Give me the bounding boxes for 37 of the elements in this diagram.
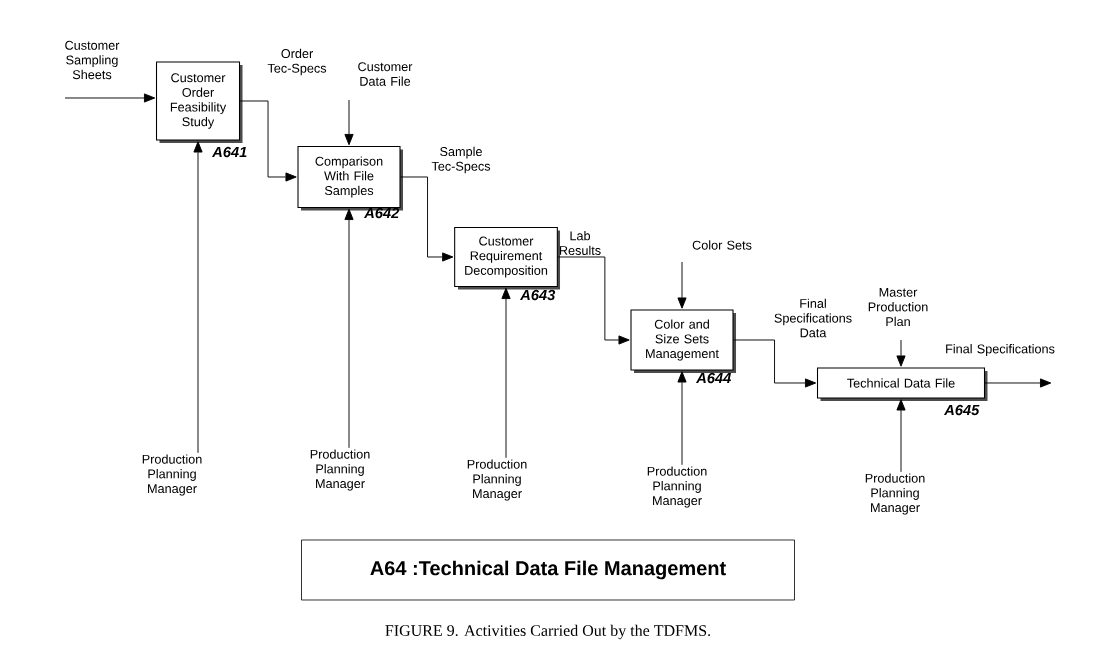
arrow bbox=[896, 399, 906, 473]
arrow bbox=[557, 256, 630, 345]
process-box: Color and Size Sets Management bbox=[630, 309, 736, 373]
arrow bbox=[239, 100, 297, 182]
arrow bbox=[984, 378, 1052, 388]
edge-label: Sample Tec-Specs bbox=[431, 146, 491, 174]
edge-label: Color Sets bbox=[692, 240, 752, 250]
figure-caption: FIGURE 9. Activities Carried Out by the TDFMS. bbox=[385, 624, 711, 640]
process-box: Technical Data File bbox=[816, 367, 988, 401]
activity-number: A645 bbox=[943, 404, 980, 416]
edge-label: Customer Sampling Sheets bbox=[65, 40, 120, 80]
edge-label: Final Specifications Data bbox=[774, 298, 852, 338]
arrow bbox=[400, 176, 454, 262]
arrow bbox=[896, 339, 906, 367]
edge-label: Customer Data File bbox=[358, 62, 413, 86]
edge-label: Lab Results bbox=[559, 231, 601, 255]
mechanism-label: Production Planning Manager bbox=[865, 473, 925, 515]
mechanism-label: Production Planning Manager bbox=[142, 454, 202, 496]
arrow bbox=[677, 371, 687, 466]
arrow bbox=[677, 261, 687, 309]
arrow bbox=[344, 208, 354, 449]
process-box: Customer Requirement Decomposition bbox=[454, 226, 560, 290]
arrow bbox=[64, 93, 156, 103]
activity-number: A644 bbox=[695, 372, 732, 384]
title-box: A64 :Technical Data File Management bbox=[301, 539, 795, 601]
arrow bbox=[501, 287, 511, 459]
arrow bbox=[344, 99, 354, 146]
activity-number: A643 bbox=[519, 289, 556, 301]
mechanism-label: Production Planning Manager bbox=[467, 459, 527, 501]
arrow bbox=[193, 141, 203, 454]
edge-label: Master Production Plan bbox=[868, 287, 928, 327]
edge-label: Order Tec-Specs bbox=[267, 48, 327, 76]
mechanism-label: Production Planning Manager bbox=[647, 466, 707, 508]
activity-number: A641 bbox=[211, 146, 247, 158]
arrow bbox=[733, 339, 817, 388]
mechanism-label: Production Planning Manager bbox=[310, 449, 370, 491]
edge-label: Final Specifications bbox=[946, 344, 1055, 356]
